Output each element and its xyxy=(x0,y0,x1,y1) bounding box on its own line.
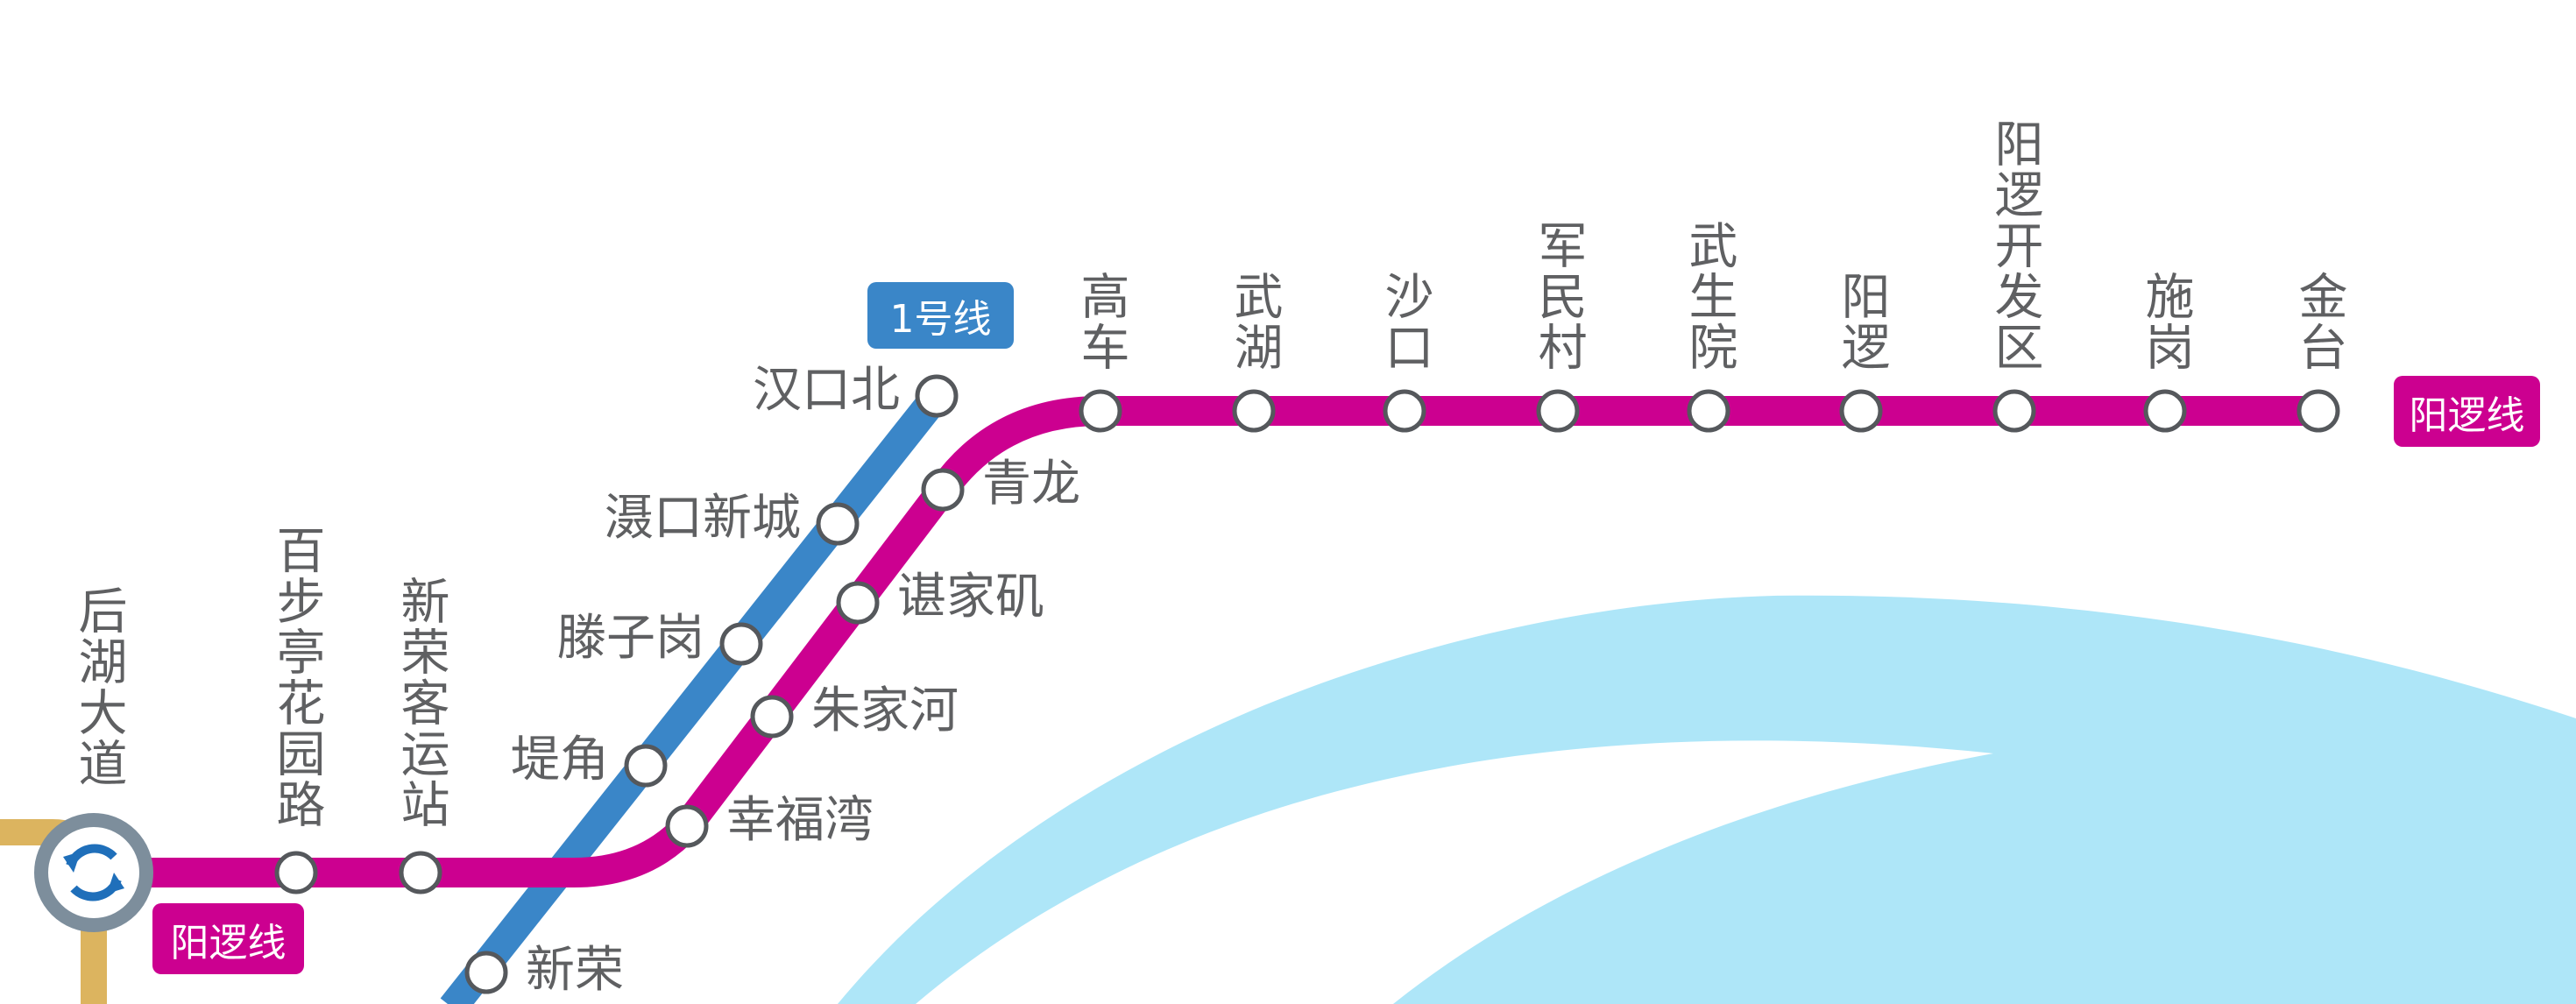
station-marker[interactable] xyxy=(464,951,508,994)
station-label: 新荣客运站 xyxy=(393,576,449,830)
station-marker[interactable] xyxy=(2143,389,2187,433)
station-marker[interactable] xyxy=(1839,389,1883,433)
station-label: 谌家矶 xyxy=(897,569,1044,626)
station-label: 朱家河 xyxy=(811,682,959,739)
station-label: 武生院 xyxy=(1681,220,1737,372)
station-label: 阳逻 xyxy=(1833,271,1890,372)
station-marker[interactable] xyxy=(1992,389,2036,433)
station-marker[interactable] xyxy=(750,695,794,739)
station-marker[interactable] xyxy=(1079,389,1122,433)
station-label: 汉口北 xyxy=(753,362,900,419)
line1-track xyxy=(440,386,949,1004)
transfer-arrows-icon xyxy=(63,844,124,901)
station-label: 堤角 xyxy=(511,732,609,788)
station-label: 武湖 xyxy=(1226,271,1283,372)
station-label: 青龙 xyxy=(982,456,1080,513)
station-marker[interactable] xyxy=(816,502,860,546)
station-label: 后湖大道 xyxy=(70,585,127,788)
station-marker[interactable] xyxy=(2296,389,2340,433)
station-label: 金台 xyxy=(2290,271,2347,372)
station-label: 沙口 xyxy=(1376,271,1433,372)
line1-badge[interactable]: 1号线 xyxy=(867,282,1014,349)
station-marker[interactable] xyxy=(719,622,763,666)
yangluo-line-badge-right[interactable]: 阳逻线 xyxy=(2394,376,2540,447)
station-marker[interactable] xyxy=(1383,389,1426,433)
station-marker[interactable] xyxy=(1536,389,1580,433)
station-label: 施岗 xyxy=(2137,271,2194,372)
station-marker[interactable] xyxy=(399,851,442,894)
station-marker[interactable] xyxy=(665,804,709,848)
station-marker[interactable] xyxy=(1232,389,1276,433)
station-marker[interactable] xyxy=(836,581,880,625)
station-label: 幸福湾 xyxy=(726,792,874,849)
station-marker[interactable] xyxy=(624,744,668,788)
station-label: 百步亭花园路 xyxy=(268,525,325,830)
station-label: 高车 xyxy=(1072,271,1129,372)
station-label: 滕子岗 xyxy=(557,610,704,667)
interchange-station-houhu-dadao[interactable] xyxy=(34,813,153,932)
station-marker[interactable] xyxy=(274,851,318,894)
station-marker[interactable] xyxy=(921,468,965,512)
station-label: 新荣 xyxy=(526,942,624,999)
station-label: 滠口新城 xyxy=(605,490,801,547)
station-label: 阳逻开发区 xyxy=(1986,118,2043,372)
station-label: 军民村 xyxy=(1530,220,1587,372)
river-island xyxy=(916,740,1993,1004)
station-marker[interactable] xyxy=(915,374,959,418)
yangluo-line-badge-left[interactable]: 阳逻线 xyxy=(152,903,304,974)
station-marker[interactable] xyxy=(1687,389,1730,433)
